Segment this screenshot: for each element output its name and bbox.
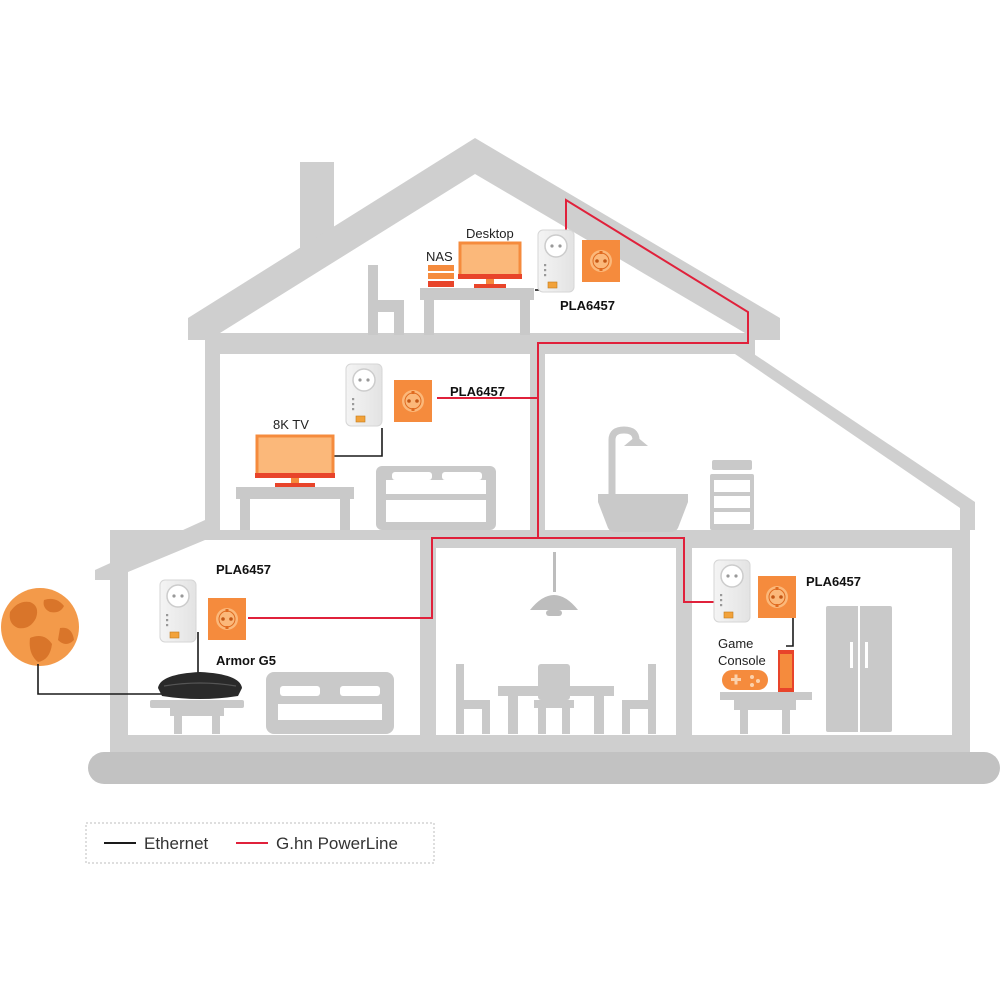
wall-socket-attic — [581, 239, 621, 283]
bed — [376, 466, 496, 530]
ground-strip — [88, 752, 1000, 784]
game-console-device — [722, 650, 794, 692]
console-table — [720, 692, 812, 734]
powerline-adapter-attic — [537, 229, 575, 293]
wall-socket-kitchen — [757, 575, 797, 619]
sofa — [266, 672, 394, 734]
router-label: Armor G5 — [216, 653, 276, 668]
powerline-adapter-kitchen — [713, 559, 751, 623]
drawer-cabinet — [710, 460, 754, 530]
internet-globe-icon — [1, 588, 79, 666]
legend-powerline-label: G.hn PowerLine — [276, 834, 398, 853]
bathroom — [545, 354, 960, 530]
powerline-main — [248, 198, 749, 619]
attic-desk — [420, 288, 534, 335]
powerline-kitchen-branch — [538, 537, 738, 603]
tv-table — [236, 487, 354, 530]
ethernet-adapter-console — [786, 618, 794, 647]
wall-socket-living — [207, 597, 247, 641]
router-device — [158, 672, 242, 699]
game-console-label-line1: Game — [718, 636, 753, 651]
powerline-adapter-upper — [345, 363, 383, 427]
game-console-label-line2: Console — [718, 653, 766, 668]
router-table — [150, 700, 244, 734]
ethernet-adapter-tv — [332, 428, 383, 457]
powerline-adapter-living — [159, 579, 197, 643]
bathtub — [598, 426, 688, 532]
desktop-monitor — [458, 241, 522, 288]
nas-device — [428, 265, 454, 287]
ceiling-lamp — [530, 552, 578, 616]
dining-set — [456, 664, 656, 734]
attic-chair — [368, 265, 404, 335]
adapter-kitchen-label: PLA6457 — [806, 574, 861, 589]
adapter-attic-label: PLA6457 — [560, 298, 615, 313]
adapter-upper-label: PLA6457 — [450, 384, 505, 399]
legend-box — [85, 822, 435, 864]
tv-device — [255, 434, 335, 487]
furniture — [150, 265, 892, 734]
desktop-label: Desktop — [466, 226, 514, 241]
powerline-wiring — [248, 198, 749, 619]
tv-label: 8K TV — [273, 417, 309, 432]
fridge — [826, 606, 892, 732]
legend: Ethernet G.hn PowerLine — [85, 822, 435, 864]
ethernet-wiring — [37, 289, 794, 695]
legend-ethernet-label: Ethernet — [144, 834, 209, 853]
nas-label: NAS — [426, 249, 453, 264]
ethernet-globe-router — [37, 664, 162, 695]
adapter-living-label: PLA6457 — [216, 562, 271, 577]
wall-socket-upper — [393, 379, 433, 423]
